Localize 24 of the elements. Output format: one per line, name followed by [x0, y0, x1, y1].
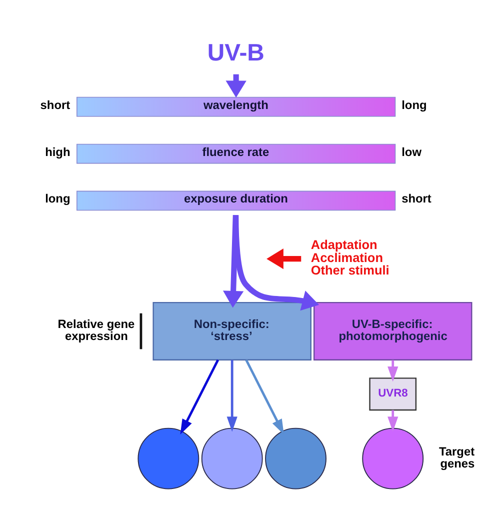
- node-label: long: [45, 191, 70, 206]
- arrow: [245, 358, 284, 434]
- node-label: high: [45, 144, 70, 158]
- label: Relative gene expression: [58, 316, 135, 342]
- node-text: Adaptation Acclimation Other stimuli: [310, 236, 390, 278]
- node-label: low: [402, 144, 422, 158]
- node-text: UV-B: [207, 38, 264, 66]
- node-box: UVR8: [369, 377, 417, 410]
- node-circle: [265, 427, 326, 489]
- arrow: [226, 74, 246, 98]
- arrow: [233, 214, 320, 310]
- arrow: [180, 358, 220, 434]
- arrow: [266, 248, 302, 269]
- node-box: UV-B-specific: photomorphogenic: [313, 302, 472, 360]
- arrow: [388, 360, 398, 382]
- node-circle: [362, 427, 424, 489]
- node-label: short: [40, 97, 70, 112]
- node-circle: [201, 427, 263, 489]
- label: Target genes: [439, 444, 475, 470]
- node-circle: [138, 427, 200, 489]
- arrow: [226, 359, 238, 432]
- node-label: short: [402, 191, 432, 206]
- node-label: long: [402, 97, 427, 112]
- node-box: Non-specific: ‘stress’: [152, 302, 312, 360]
